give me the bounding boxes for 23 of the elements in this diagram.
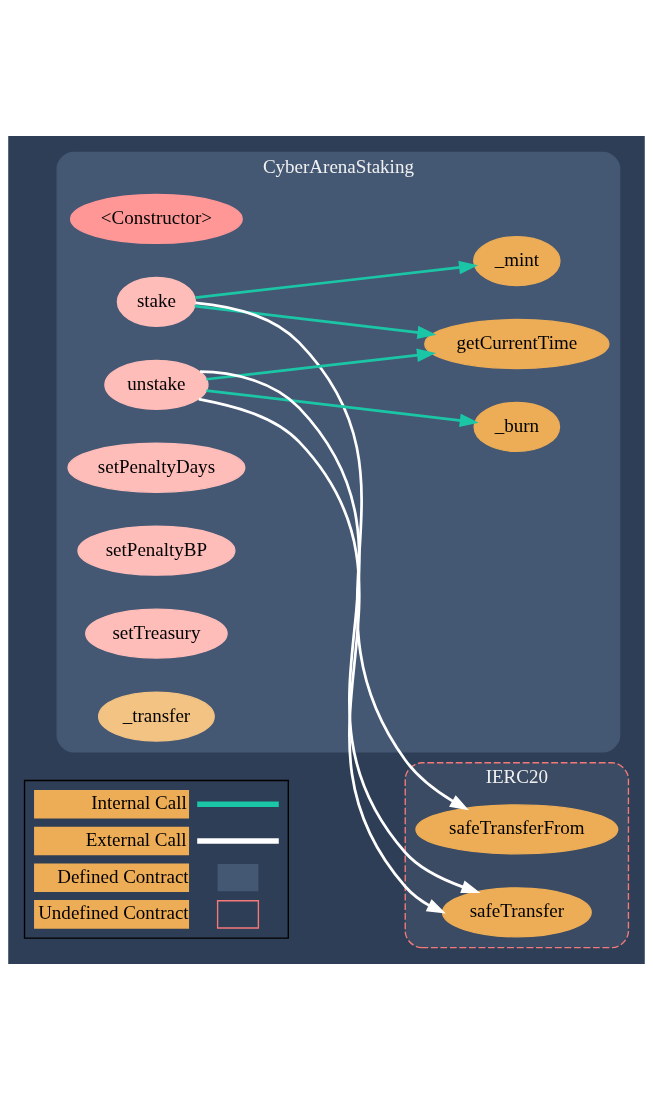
node-ellipse: unstake [104,359,209,410]
legend-label: External Call [85,828,187,850]
node-ellipse: _transfer [97,690,215,742]
arrow [194,304,437,339]
node-ellipse: setPenaltyBP [77,525,236,576]
node-ellipse: _mint [473,235,561,286]
legend-label: Defined Contract [57,865,189,887]
arrow [198,397,446,913]
legend-label: Internal Call [91,791,187,813]
node-ellipse: getCurrentTime [424,318,610,369]
node-ellipse: setPenaltyDays [67,442,246,493]
node-ellipse: setTreasury [85,607,228,659]
arrow [206,348,437,381]
node-ellipse: safeTransferFrom [415,803,619,855]
node-ellipse: <Constructor> [69,193,243,244]
node-ellipse: stake [116,276,197,327]
arrow [195,260,479,299]
node-ellipse: _burn [473,401,561,452]
legend-label: Undefined Contract [38,901,189,923]
arrow [206,388,479,427]
node-ellipse: safeTransfer [441,886,592,937]
arrow [195,300,469,810]
arrow [200,369,481,893]
